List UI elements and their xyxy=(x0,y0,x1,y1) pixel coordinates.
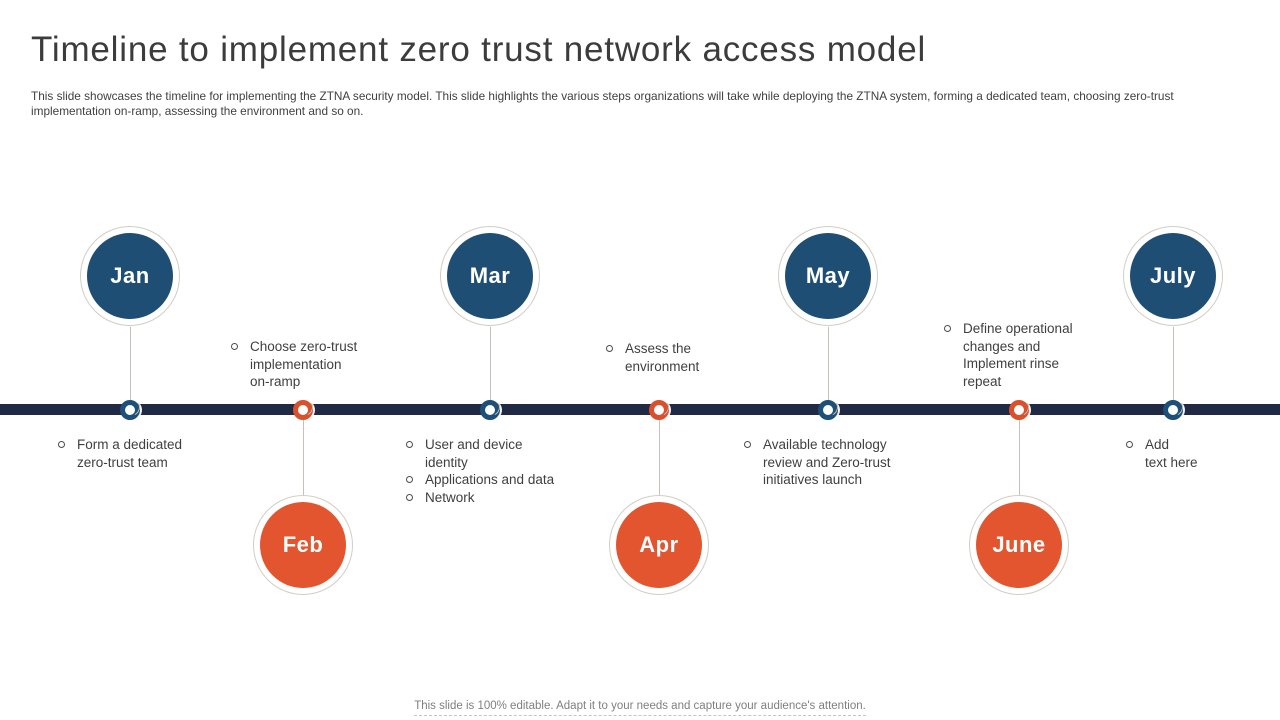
items-jan: Form a dedicated zero-trust team xyxy=(58,436,198,471)
month-circle-may-fill: May xyxy=(785,233,871,319)
month-circle-may: May xyxy=(778,226,878,326)
connector-june xyxy=(1019,416,1020,495)
items-july: Add text here xyxy=(1126,436,1216,471)
month-label-feb: Feb xyxy=(282,532,324,557)
circle-bullet-icon xyxy=(744,441,751,448)
connector-jan xyxy=(130,327,131,404)
marker-feb xyxy=(293,400,313,420)
connector-feb xyxy=(303,416,304,495)
month-circle-feb-fill: Feb xyxy=(260,502,346,588)
marker-jan xyxy=(120,400,140,420)
items-apr: Assess the environment xyxy=(606,340,726,375)
connector-july xyxy=(1173,327,1174,404)
month-label-mar: Mar xyxy=(469,263,511,288)
month-label-july: July xyxy=(1149,263,1197,288)
items-mar: User and device identity Applications an… xyxy=(406,436,581,506)
list-item: Applications and data xyxy=(406,471,581,489)
month-circle-july: July xyxy=(1123,226,1223,326)
list-item: Assess the environment xyxy=(606,340,726,375)
circle-bullet-icon xyxy=(231,343,238,350)
circle-bullet-icon xyxy=(606,345,613,352)
circle-bullet-icon xyxy=(406,441,413,448)
items-may: Available technology review and Zero-tru… xyxy=(744,436,914,489)
list-item: User and device identity xyxy=(406,436,581,471)
circle-bullet-icon xyxy=(406,493,413,501)
month-circle-june-fill: June xyxy=(976,502,1062,588)
marker-apr xyxy=(649,400,669,420)
list-item: Add text here xyxy=(1126,436,1216,471)
slide-description: This slide showcases the timeline for im… xyxy=(31,89,1174,118)
footer: This slide is 100% editable. Adapt it to… xyxy=(0,696,1280,716)
month-circle-feb: Feb xyxy=(253,495,353,595)
month-label-june: June xyxy=(992,532,1046,557)
connector-mar xyxy=(490,327,491,404)
circle-bullet-icon xyxy=(58,441,65,448)
connector-apr xyxy=(659,416,660,495)
marker-mar xyxy=(480,400,500,420)
month-circle-apr-fill: Apr xyxy=(616,502,702,588)
circle-bullet-icon xyxy=(944,325,951,332)
list-item: Network xyxy=(406,489,581,507)
month-label-may: May xyxy=(805,263,851,288)
list-item: Form a dedicated zero-trust team xyxy=(58,436,198,471)
month-label-jan: Jan xyxy=(110,263,150,288)
items-feb: Choose zero-trust implementation on-ramp xyxy=(231,338,376,391)
list-item: Choose zero-trust implementation on-ramp xyxy=(231,338,376,391)
circle-bullet-icon xyxy=(1126,441,1133,448)
timeline-bar xyxy=(0,404,1280,415)
list-item: Available technology review and Zero-tru… xyxy=(744,436,914,489)
month-circle-mar: Mar xyxy=(440,226,540,326)
month-circle-july-fill: July xyxy=(1130,233,1216,319)
marker-may xyxy=(818,400,838,420)
connector-may xyxy=(828,327,829,404)
month-circle-jan: Jan xyxy=(80,226,180,326)
month-circle-apr: Apr xyxy=(609,495,709,595)
items-june: Define operational changes and Implement… xyxy=(944,320,1089,390)
footer-note: This slide is 100% editable. Adapt it to… xyxy=(414,700,866,716)
page-title: Timeline to implement zero trust network… xyxy=(31,30,927,69)
marker-june xyxy=(1009,400,1029,420)
list-item: Define operational changes and Implement… xyxy=(944,320,1089,390)
month-label-apr: Apr xyxy=(639,532,679,557)
month-circle-june: June xyxy=(969,495,1069,595)
month-circle-jan-fill: Jan xyxy=(87,233,173,319)
circle-bullet-icon xyxy=(406,476,413,483)
month-circle-mar-fill: Mar xyxy=(447,233,533,319)
marker-july xyxy=(1163,400,1183,420)
